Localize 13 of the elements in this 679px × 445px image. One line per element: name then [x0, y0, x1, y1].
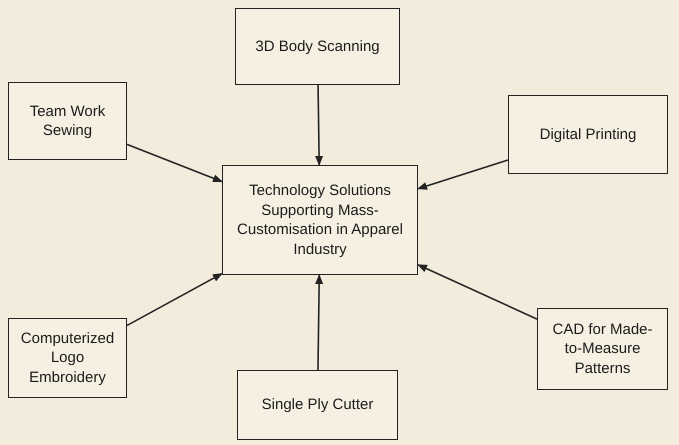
arrow [417, 159, 508, 190]
arrow [126, 144, 223, 182]
arrow [315, 274, 324, 370]
text-box: Team Work Sewing [8, 82, 127, 160]
arrow [417, 264, 538, 320]
text-box: Technology Solutions Supporting Mass-Customisation in Apparel Industry [222, 165, 418, 275]
text-box: Digital Printing [508, 95, 668, 174]
text-box: Computerized Logo Embroidery [8, 318, 127, 398]
text-box: Single Ply Cutter [237, 370, 398, 440]
arrow [126, 272, 223, 326]
arrow [315, 84, 324, 166]
text-box: 3D Body Scanning [235, 8, 400, 85]
text-box: CAD for Made-to-Measure Patterns [537, 308, 668, 390]
